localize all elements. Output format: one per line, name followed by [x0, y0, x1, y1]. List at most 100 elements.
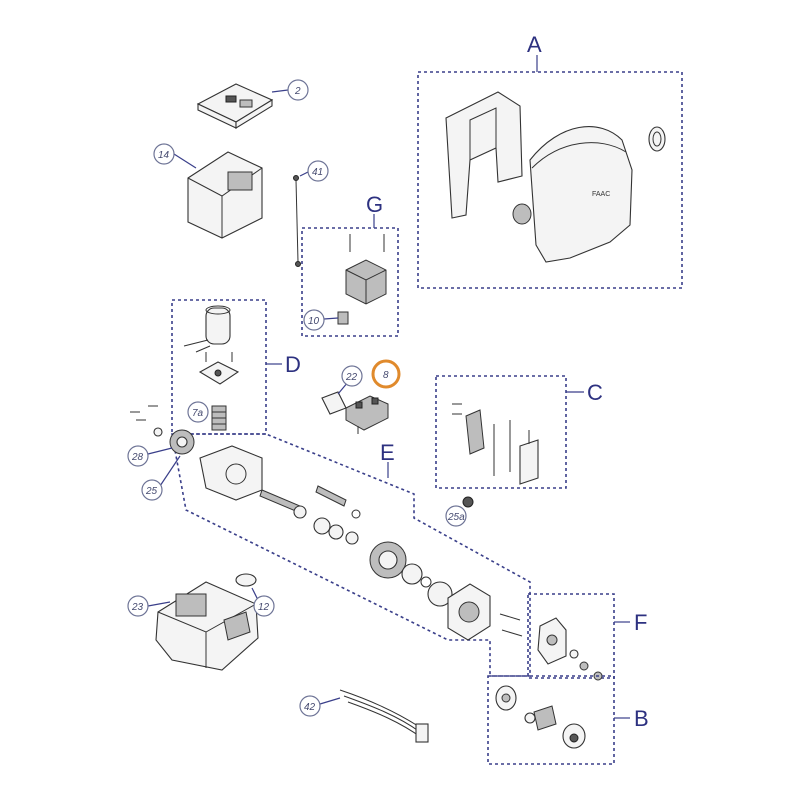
microswitch-terminal [371, 397, 379, 405]
nut-part [579, 661, 589, 671]
cover-ring-part [648, 126, 666, 152]
bearing-part [401, 563, 423, 585]
board-component [239, 99, 253, 108]
group-b-label: B [634, 706, 649, 731]
gearbox-housing-part [199, 445, 263, 501]
housing-body [187, 151, 263, 239]
callout-12-leader [251, 587, 259, 601]
group-g-box [301, 227, 399, 337]
motor-wires [183, 339, 211, 353]
group-f[interactable]: F [527, 593, 647, 681]
motor-part [205, 307, 231, 345]
callout-41 [307, 160, 329, 182]
flange-hub [458, 601, 480, 623]
callout-25 [141, 479, 163, 501]
part-42-harness[interactable]: 42 [299, 689, 429, 743]
cover-ring-inner [652, 131, 662, 147]
washer-part [524, 712, 536, 724]
motor-plate-hole [214, 369, 222, 377]
screw-part [499, 613, 521, 621]
washer-part [351, 509, 361, 519]
callout-41-label: 41 [312, 167, 323, 178]
group-a-box [417, 71, 683, 289]
callout-2-label: 2 [294, 86, 301, 97]
group-d[interactable]: D 7a [171, 299, 301, 435]
card-22-part [321, 391, 347, 415]
ring-part [345, 531, 359, 545]
group-c[interactable]: C [435, 375, 603, 489]
callout-42-label: 42 [304, 702, 316, 713]
callout-28 [127, 445, 149, 467]
callout-12-label: 12 [258, 602, 270, 613]
harness-connector [415, 723, 429, 743]
group-e[interactable]: E [171, 433, 531, 677]
callout-7a [187, 401, 209, 423]
group-a[interactable]: A FAAC [417, 32, 683, 289]
base-socket [223, 611, 251, 641]
washer-part [153, 427, 163, 437]
part-23-base[interactable]: 23 12 [127, 573, 275, 671]
lock-cylinder-part [533, 705, 557, 731]
gearbox-bore [225, 463, 247, 485]
harness-wire [343, 695, 421, 733]
callout-42 [299, 695, 321, 717]
callout-25-label: 25 [145, 486, 158, 497]
callout-7a-label: 7a [192, 408, 204, 419]
cable-41-end [293, 175, 299, 181]
washer-part [420, 576, 432, 588]
part-2-board[interactable]: 2 [196, 79, 309, 129]
callout-42-leader [319, 697, 341, 705]
motor-top [205, 305, 231, 315]
callout-25-leader [159, 455, 181, 487]
cover-left-part [445, 91, 523, 219]
microswitch-terminal [355, 401, 363, 409]
disc-part [427, 581, 453, 607]
pin-part [315, 485, 347, 507]
callout-10-leader [323, 317, 339, 320]
callout-2-leader [271, 89, 289, 93]
group-g[interactable]: G 10 [301, 192, 399, 337]
callout-28-label: 28 [131, 452, 144, 463]
callout-8-highlighted[interactable] [371, 359, 401, 389]
limit-bracket-part [465, 409, 485, 455]
cover-right-edge [531, 142, 627, 169]
limit-block-part [519, 439, 539, 485]
part-41-cable[interactable]: 41 [293, 160, 329, 267]
cover-logo: FAAC [592, 191, 610, 198]
parts-28-25[interactable]: 28 25 [127, 405, 195, 501]
release-disc-hub [501, 693, 511, 703]
part-22-8[interactable]: 22 8 [321, 359, 401, 434]
screw-head-part [569, 649, 579, 659]
nut-25a-part [462, 496, 474, 508]
group-f-label: F [634, 610, 647, 635]
transformer-edges [345, 269, 387, 304]
callout-10 [303, 309, 325, 331]
ring-part [328, 524, 344, 540]
harness-wire [347, 701, 423, 739]
cover-right-part [529, 126, 633, 263]
callout-22-label: 22 [345, 372, 358, 383]
release-hub [546, 634, 558, 646]
gear-hub [378, 550, 398, 570]
harness-wire [339, 689, 419, 727]
group-f-box [527, 593, 615, 679]
callout-14-label: 14 [158, 150, 170, 161]
microswitch-8-part [345, 395, 389, 431]
group-b[interactable]: B [487, 675, 649, 765]
group-b-box [487, 675, 615, 765]
cover-left-detail [469, 107, 497, 160]
part-25a[interactable]: 25a [445, 496, 474, 527]
callout-28-leader [147, 447, 173, 455]
base-capacitor [175, 593, 207, 617]
group-c-box [435, 375, 567, 489]
cover-plug-part [512, 203, 532, 225]
screw-part [501, 629, 523, 637]
bearing-part [313, 517, 331, 535]
part-14-housing[interactable]: 14 [153, 143, 263, 239]
group-g-label: G [366, 192, 383, 217]
callout-8-label: 8 [383, 370, 389, 381]
base-edges [157, 603, 257, 668]
cable-41 [295, 179, 299, 263]
board-top [196, 83, 274, 123]
